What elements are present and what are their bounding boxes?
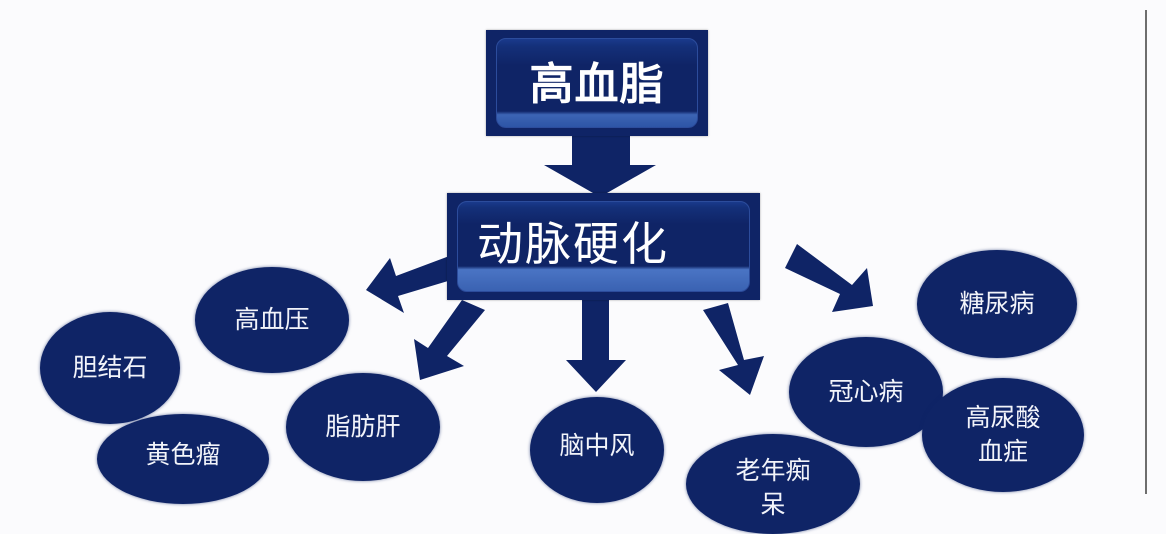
outcome-label: 脑中风 (559, 431, 635, 460)
arrow-down-icon (566, 300, 626, 392)
outcome-node-hyperuricemia: 高尿酸 血症 (922, 378, 1084, 492)
outcome-node-dementia: 老年痴 呆 (686, 434, 860, 534)
outcome-label: 胆结石 (72, 353, 148, 382)
outcome-label: 冠心病 (828, 377, 904, 406)
arrow-left-icon (366, 255, 458, 313)
outcome-label: 脂肪肝 (325, 412, 401, 441)
arrow-down-left-icon (414, 300, 485, 380)
outcome-node-coronary: 冠心病 (789, 337, 943, 447)
root-node-label: 高血脂 (529, 59, 665, 110)
arrow-right-icon (785, 244, 873, 312)
outcome-node-stroke: 脑中风 (530, 397, 664, 503)
outcome-label: 糖尿病 (959, 289, 1035, 318)
outcome-node-fatty-liver: 脂肪肝 (286, 373, 440, 481)
right-divider-line (1145, 10, 1147, 494)
arrows-layer (366, 134, 873, 395)
root-node-hyperlipidemia: 高血脂 (486, 30, 708, 136)
arrow-down-right-icon (703, 303, 764, 395)
diagram-canvas: 高血脂 动脉硬化 高血压 胆结石 黄色瘤 脂肪肝 脑中风 老年痴 呆 冠心病 糖… (40, 10, 1147, 534)
middle-node-panel (457, 201, 750, 292)
middle-node-label: 动脉硬化 (477, 216, 669, 271)
outcome-node-hypertension: 高血压 (195, 267, 349, 373)
middle-node-atherosclerosis: 动脉硬化 (447, 193, 760, 300)
outcome-label: 高尿酸 血症 (965, 403, 1041, 466)
outcome-label: 黄色瘤 (145, 440, 221, 469)
outcome-node-gallstones: 胆结石 (40, 312, 180, 424)
arrow-down-icon (544, 134, 656, 197)
root-node-panel (496, 38, 698, 128)
outcome-label: 高血压 (234, 305, 310, 334)
outcome-node-diabetes: 糖尿病 (917, 250, 1077, 358)
outcome-node-xanthoma: 黄色瘤 (97, 414, 269, 504)
outcome-label: 老年痴 呆 (735, 456, 811, 519)
